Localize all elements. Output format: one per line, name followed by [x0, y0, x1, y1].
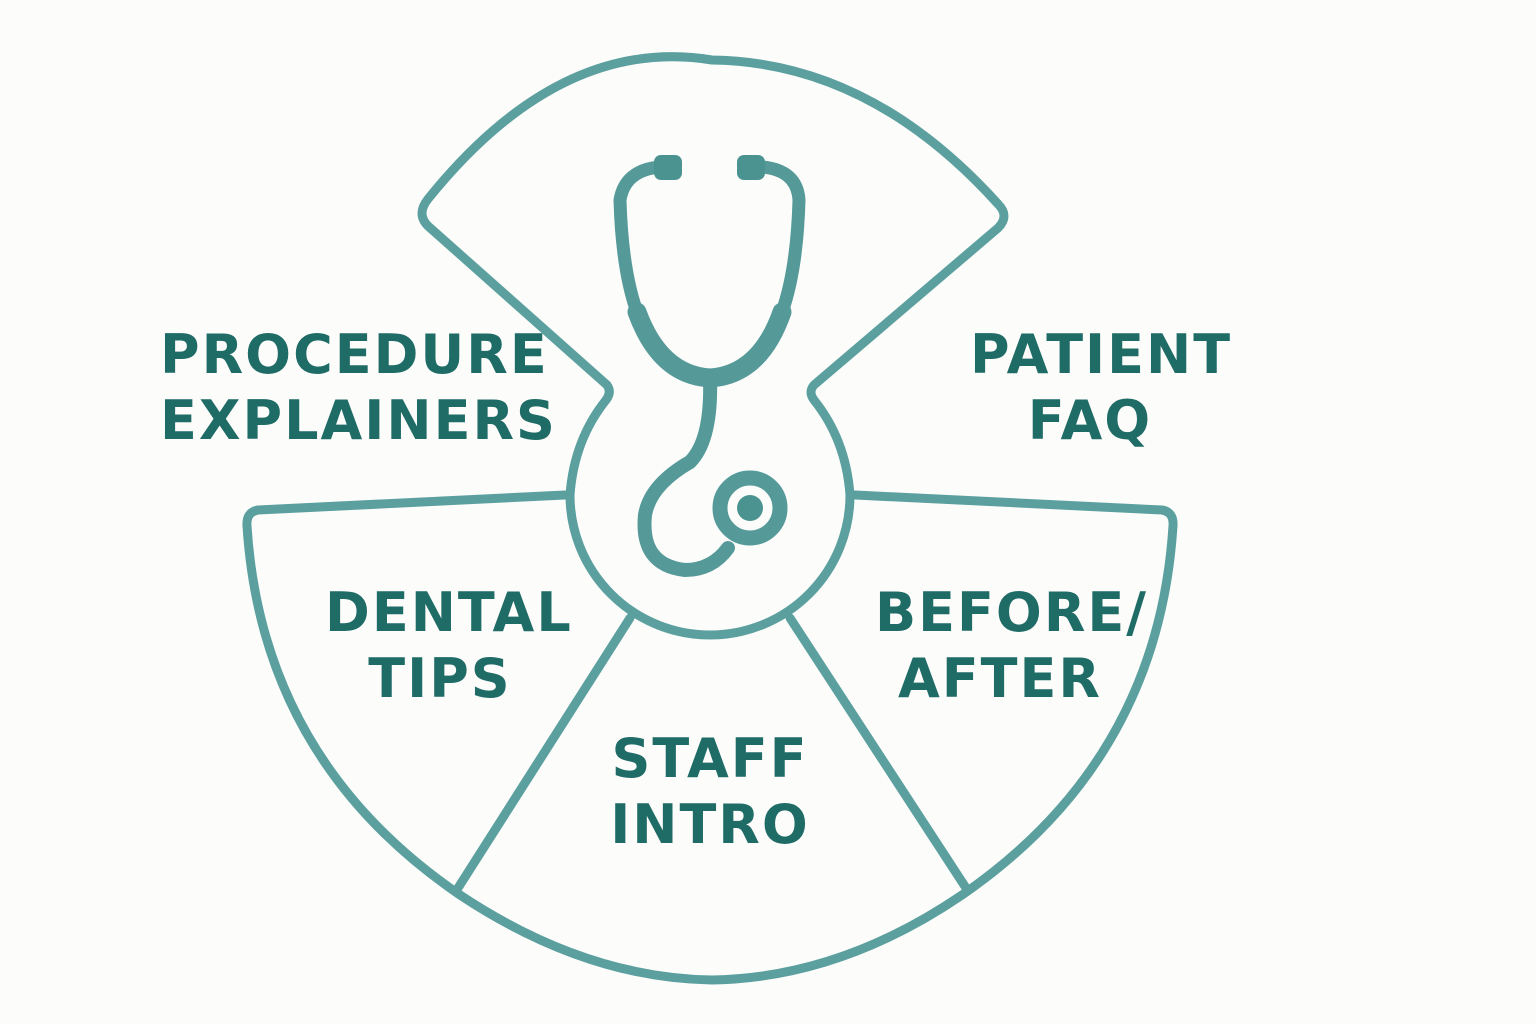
- right-divider: [850, 490, 1178, 531]
- segment-label-patient-faq: PATIENT FAQ: [970, 323, 1233, 452]
- segment-label-staff-intro: STAFF INTRO: [610, 727, 810, 856]
- stethoscope-icon: [613, 155, 806, 577]
- segment-label-dental-tips: DENTAL TIPS: [325, 581, 573, 710]
- top-fan-outline: [417, 52, 1009, 500]
- segment-label-before-after: BEFORE/ AFTER: [875, 581, 1149, 710]
- right-spoke: [785, 613, 971, 893]
- left-divider: [242, 490, 570, 531]
- left-spoke: [453, 613, 635, 893]
- center-circle-outline: [565, 490, 855, 640]
- outer-arc-outline: [242, 521, 1178, 985]
- segment-label-procedure-explainers: PROCEDURE EXPLAINERS: [160, 323, 557, 452]
